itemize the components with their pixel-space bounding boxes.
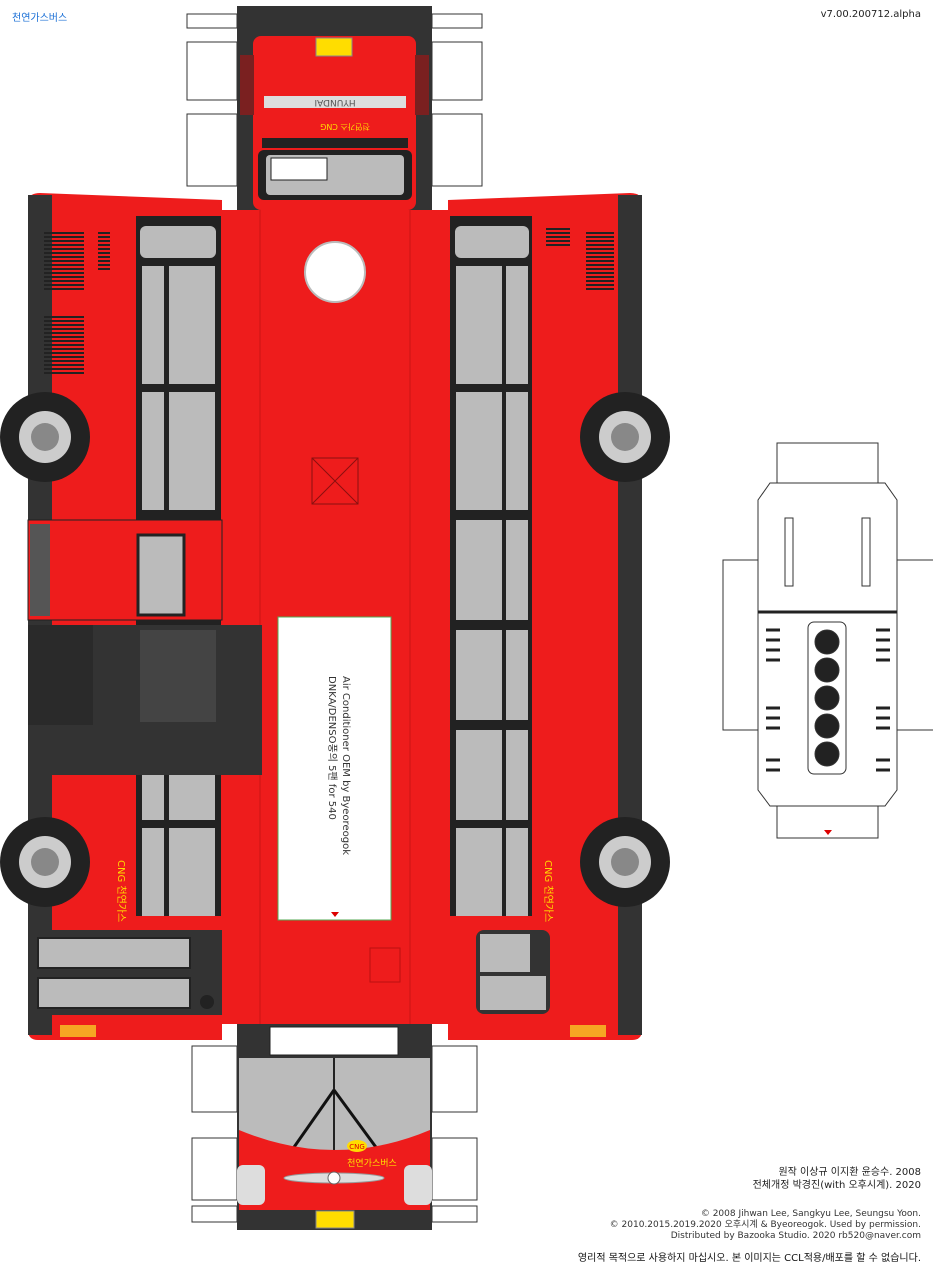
- svg-text:천연가스 CNG: 천연가스 CNG: [320, 122, 370, 132]
- right-side: CNG 천연가스: [448, 193, 670, 1040]
- copyright-line2: © 2010.2015.2019.2020 오후시계 & Byeoreogok.…: [609, 1220, 921, 1230]
- ac-text-line1: Air Conditioner OEM by Byeoreogok: [340, 676, 351, 855]
- credit-original: 원작 이상규 이지환 윤승수. 2008: [778, 1167, 921, 1178]
- front-license-plate: [315, 1210, 355, 1229]
- copyright-line1: © 2008 Jihwan Lee, Sangkyu Lee, Seungsu …: [700, 1209, 921, 1219]
- rear-model-text: HYUNDAI: [314, 97, 355, 107]
- roof-detail-net: [722, 442, 933, 839]
- right-front-wheel: [580, 392, 670, 482]
- company-name: 천연가스버스: [12, 13, 68, 24]
- credits-block: 원작 이상규 이지환 윤승수. 2008 전체개정 박경진(with 오후시계)…: [753, 1166, 921, 1192]
- distributed-line: Distributed by Bazooka Studio. 2020 rb52…: [670, 1231, 921, 1241]
- front-glue-tabs: [191, 1045, 478, 1223]
- usage-notice: 영리적 목적으로 사용하지 마십시오. 본 이미지는 CCL적용/배포를 할 수…: [577, 1253, 921, 1264]
- right-rear-wheel: [580, 817, 670, 907]
- version-label: v7.00.200712.alpha: [820, 9, 921, 20]
- roof: Air Conditioner OEM by Byeoreogok DNKA/D…: [222, 210, 448, 1024]
- front-logo-text: 천연가스버스: [347, 1158, 397, 1169]
- credit-revision: 전체개정 박경진(with 오후시계). 2020: [752, 1180, 921, 1191]
- ac-unit-panel: [277, 616, 392, 921]
- left-side: CNG 천연가스: [0, 193, 262, 1040]
- rear-face: HYUNDAI 천연가스 CNG: [237, 6, 432, 210]
- roof-hatch-round: [304, 241, 366, 303]
- ac-text-line2: DNKA/DENSO풍의 5팬 for 540: [326, 676, 338, 820]
- copyright-block: © 2008 Jihwan Lee, Sangkyu Lee, Seungsu …: [610, 1209, 921, 1242]
- rear-license-plate: [315, 37, 353, 57]
- left-front-wheel: [0, 392, 90, 482]
- front-face: CNG 천연가스버스: [237, 1024, 432, 1230]
- svg-text:CNG 천연가스: CNG 천연가스: [115, 860, 127, 922]
- svg-text:CNG 천연가스: CNG 천연가스: [542, 860, 554, 922]
- front-cng-badge: CNG: [349, 1143, 365, 1151]
- left-rear-wheel: [0, 817, 90, 907]
